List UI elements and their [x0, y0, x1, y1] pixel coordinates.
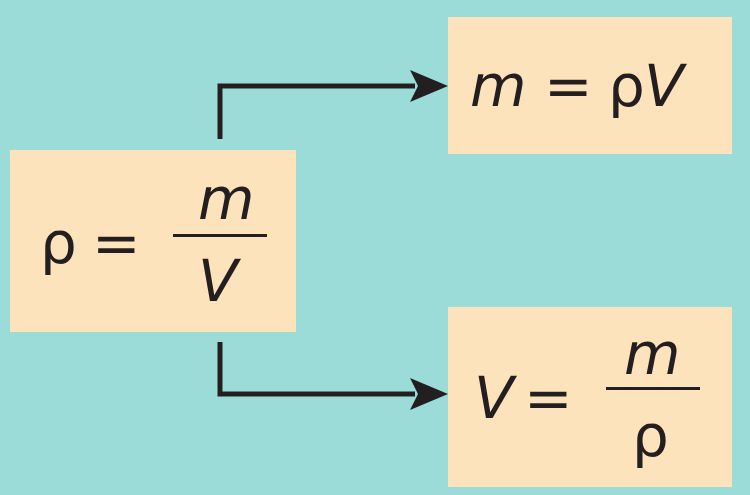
equals-sign: = [544, 52, 593, 120]
equals-sign: = [524, 364, 573, 432]
arrow-line-top [217, 83, 415, 139]
mass-symbol: m [470, 52, 527, 120]
volume-symbol: V [474, 364, 514, 432]
arrowhead-bottom [410, 378, 448, 410]
volume-formula-box: V = m ρ [448, 307, 732, 487]
mass-numerator: m [198, 165, 255, 233]
rho-symbol: ρ [40, 209, 77, 277]
mass-numerator: m [624, 320, 681, 388]
arrow-to-mass-formula [217, 70, 448, 139]
mass-formula-box: m = ρ V [448, 17, 732, 154]
arrow-to-volume-formula [217, 342, 448, 410]
fraction-line [173, 234, 267, 237]
rho-symbol: ρ [608, 52, 645, 120]
arrowhead-top [410, 70, 448, 102]
volume-denominator: V [198, 247, 238, 315]
density-formula-box: ρ = m V [10, 150, 296, 332]
volume-symbol: V [644, 52, 684, 120]
equals-sign: = [92, 209, 141, 277]
rho-denominator: ρ [632, 402, 669, 470]
arrow-line-bottom [217, 342, 415, 397]
fraction-line [606, 387, 700, 390]
